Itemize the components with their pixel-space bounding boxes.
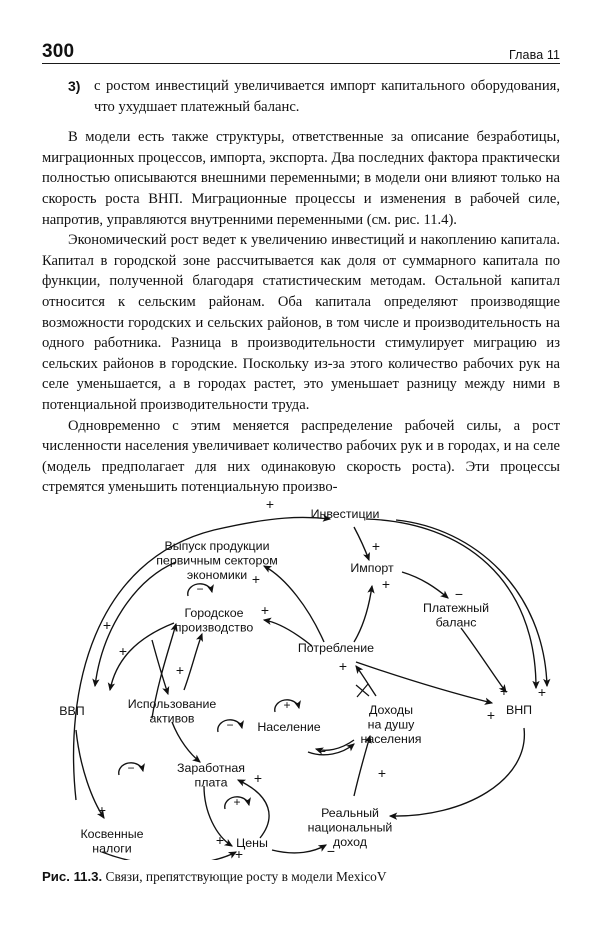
loop-sign: − bbox=[196, 582, 203, 596]
polarity-sign: − bbox=[455, 586, 463, 602]
paragraph-3: Одновременно с этим меняется распределен… bbox=[42, 417, 560, 496]
figure-caption-text: Связи, препятствующие росту в модели Mex… bbox=[102, 869, 387, 884]
list-item-text: с ростом инвестиций увеличивается импорт… bbox=[94, 78, 560, 115]
paragraph-1: В модели есть также структуры, ответстве… bbox=[42, 129, 560, 228]
loop-sign: − bbox=[226, 718, 233, 732]
node-label-consumption: Потребление bbox=[298, 641, 374, 655]
node-label-population: Население bbox=[257, 720, 320, 734]
polarity-sign: − bbox=[318, 743, 326, 759]
polarity-sign: + bbox=[252, 571, 260, 587]
polarity-sign: + bbox=[261, 602, 269, 618]
polarity-sign: + bbox=[382, 576, 390, 592]
running-head: 300 Глава 11 bbox=[42, 42, 560, 68]
loop-indicators bbox=[118, 583, 301, 810]
polarity-sign: + bbox=[235, 846, 243, 860]
loop-indicator bbox=[217, 719, 244, 733]
node-label-gnp: ВНП bbox=[506, 703, 532, 717]
paragraph-2: Экономический рост ведет к увеличению ин… bbox=[42, 232, 560, 413]
loop-sign: − bbox=[127, 761, 134, 775]
polarity-sign: + bbox=[378, 765, 386, 781]
polarity-sign: + bbox=[176, 662, 184, 678]
loop-sign-labels: − − + − + bbox=[127, 582, 290, 809]
chapter-title: Глава 11 bbox=[508, 47, 560, 62]
polarity-sign: + bbox=[98, 802, 106, 818]
node-label-prices: Цены bbox=[236, 836, 268, 850]
node-label-gdp: ВВП bbox=[59, 704, 84, 718]
polarity-sign: + bbox=[500, 683, 508, 699]
delay-marker bbox=[355, 683, 370, 698]
polarity-sign: + bbox=[103, 617, 111, 633]
polarity-sign: + bbox=[538, 684, 546, 700]
body-text: 3) с ростом инвестиций увеличивается имп… bbox=[42, 76, 560, 498]
node-label-investments: Инвестиции bbox=[311, 507, 380, 521]
page-number: 300 bbox=[42, 41, 75, 62]
polarity-sign: + bbox=[119, 643, 127, 659]
loop-indicator bbox=[274, 699, 301, 713]
list-marker: 3) bbox=[68, 78, 81, 94]
loop-indicator bbox=[224, 796, 251, 810]
link-polarity-labels: ++++−++++++++−+++++− bbox=[98, 500, 546, 860]
polarity-sign: + bbox=[216, 832, 224, 848]
loop-sign: + bbox=[233, 795, 240, 809]
polarity-sign: + bbox=[339, 658, 347, 674]
polarity-sign: + bbox=[372, 538, 380, 554]
figure-number: Рис. 11.3. bbox=[42, 869, 103, 884]
figure-caption: Рис. 11.3. Связи, препятствующие росту в… bbox=[42, 868, 560, 885]
polarity-sign: − bbox=[327, 843, 335, 859]
polarity-sign: + bbox=[487, 707, 495, 723]
loop-sign: + bbox=[283, 698, 290, 712]
loop-indicator bbox=[187, 583, 214, 597]
polarity-sign: + bbox=[254, 770, 262, 786]
loop-indicator bbox=[118, 762, 145, 776]
numbered-list-item: 3) с ростом инвестиций увеличивается имп… bbox=[42, 76, 560, 117]
polarity-sign: + bbox=[266, 500, 274, 512]
node-label-import: Импорт bbox=[350, 561, 394, 575]
diagram-links bbox=[72, 514, 551, 860]
